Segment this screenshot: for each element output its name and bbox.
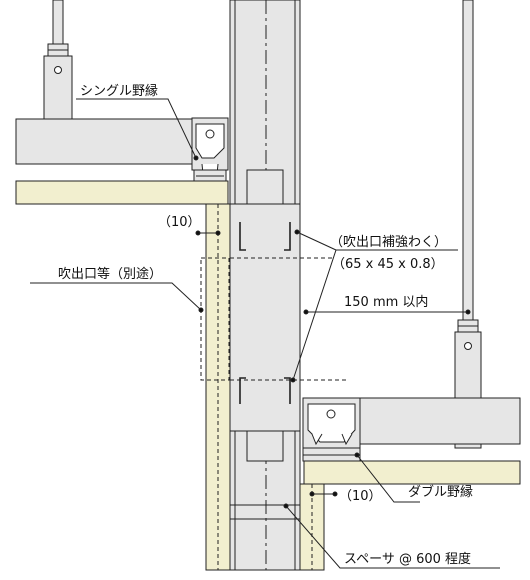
outlet-outline bbox=[200, 257, 346, 381]
spacer-block-bottom bbox=[246, 430, 284, 462]
single-runner-label: シングル野縁 bbox=[80, 83, 158, 99]
within-150-label: 150 mm 以内 bbox=[344, 294, 428, 310]
ceiling-board-left bbox=[15, 180, 229, 205]
dimension-10-upper-label: （10） bbox=[158, 215, 201, 230]
spacer-block-top bbox=[246, 169, 284, 205]
dimension-10-lower-label: （10） bbox=[339, 489, 382, 504]
frame-size-label: （65 x 45 x 0.8） bbox=[332, 257, 444, 272]
carrying-channel-left bbox=[15, 118, 193, 165]
double-runner-label: ダブル野縁 bbox=[408, 484, 473, 500]
frame-title-label: （吹出口補強わく） bbox=[330, 235, 447, 250]
single-runner-clip bbox=[191, 117, 229, 182]
spacer-label: スペーサ @ 600 程度 bbox=[344, 551, 471, 567]
double-runner-clip bbox=[302, 397, 361, 462]
outlet-note-label: 吹出口等（別途） bbox=[58, 266, 162, 282]
dim-150 bbox=[303, 309, 471, 315]
leader-lines bbox=[30, 98, 500, 569]
ceiling-board-right bbox=[303, 460, 521, 485]
wall-board-right bbox=[299, 483, 325, 571]
dim-10-upper bbox=[195, 230, 221, 236]
outlet-reinforcement-frame bbox=[229, 203, 301, 432]
dim-10-lower bbox=[309, 491, 338, 497]
wall-board-left bbox=[205, 203, 231, 571]
